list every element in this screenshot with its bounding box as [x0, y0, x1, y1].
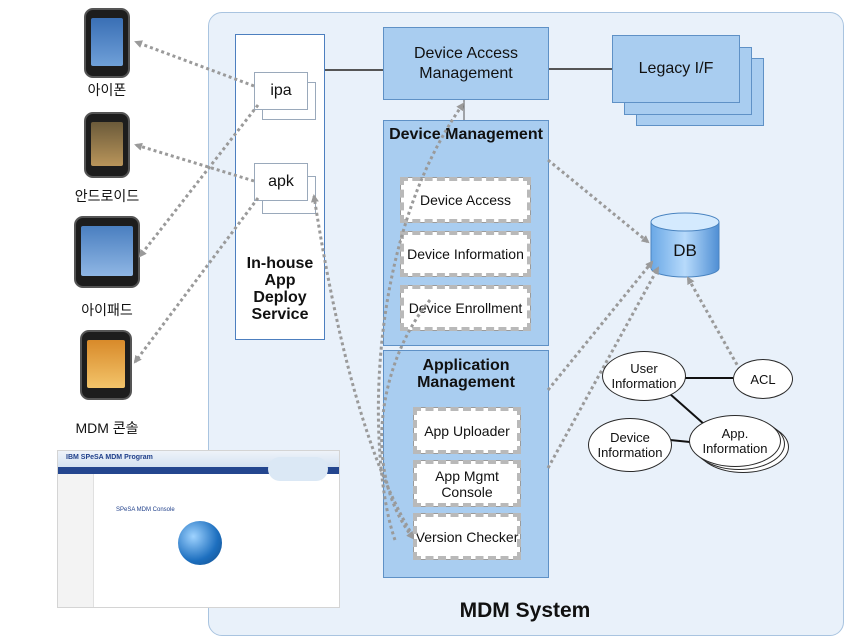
acl-to-db-arrow	[686, 276, 742, 371]
system-title: MDM System	[459, 599, 591, 622]
device-label-android: 안드로이드	[74, 188, 140, 204]
legacy-if-box: Legacy I/F	[612, 35, 740, 103]
apk-package: apk	[254, 163, 308, 201]
mdm-console-screenshot: IBM SPeSA MDM Program SPeSA MDM Console	[57, 450, 340, 608]
apk-to-tablet-arrow	[133, 197, 260, 364]
device-app-link	[669, 439, 691, 443]
app-mgmt-console-module: App Mgmt Console	[413, 460, 521, 507]
ipa-to-ipad-arrow	[138, 104, 260, 258]
apk-to-android-arrow	[134, 142, 255, 183]
console-logo: IBM SPeSA MDM Program	[66, 454, 153, 461]
device-label-iphone: 아이폰	[87, 82, 127, 98]
acl-entity: ACL	[733, 359, 793, 399]
device-access-management-box: Device Access Management	[383, 27, 549, 100]
db-label: DB	[673, 241, 697, 260]
device-information-module: Device Information	[400, 231, 531, 277]
devmgmt-to-db-arrow	[547, 158, 650, 244]
cloud-icon	[268, 457, 328, 481]
console-sidebar	[58, 474, 94, 607]
console-heading: SPeSA MDM Console	[116, 507, 175, 513]
device-information-entity: Device Information	[588, 418, 672, 472]
device-label-ipad: 아이패드	[81, 302, 133, 318]
version-to-apk-arrow	[310, 194, 415, 537]
android-phone-icon	[84, 112, 130, 178]
version-to-access-arrow	[376, 102, 465, 541]
user-app-link	[669, 393, 706, 426]
application-management-title: Application Management	[417, 357, 515, 391]
user-information-entity: User Information	[602, 351, 686, 401]
android-tablet-icon	[80, 330, 132, 400]
app-information-entity: App. Information	[689, 415, 781, 467]
ipa-package: ipa	[254, 72, 308, 110]
device-management-title: Device Management	[389, 126, 543, 143]
db-cylinder-icon	[650, 212, 720, 278]
globe-icon	[178, 521, 222, 565]
deploy-service-title: In-house App Deploy Service	[246, 255, 314, 323]
device-access-module: Device Access	[400, 177, 531, 223]
ipad-icon	[74, 216, 140, 288]
ipa-to-iphone-arrow	[134, 40, 255, 88]
device-label-mdm-console: MDM 콘솔	[75, 420, 139, 436]
app-uploader-module: App Uploader	[413, 407, 521, 454]
device-enrollment-module: Device Enrollment	[400, 285, 531, 331]
version-checker-module: Version Checker	[413, 513, 521, 560]
enrollment-to-version-arrow	[380, 299, 432, 540]
console-nav	[58, 467, 339, 474]
iphone-icon	[84, 8, 130, 78]
